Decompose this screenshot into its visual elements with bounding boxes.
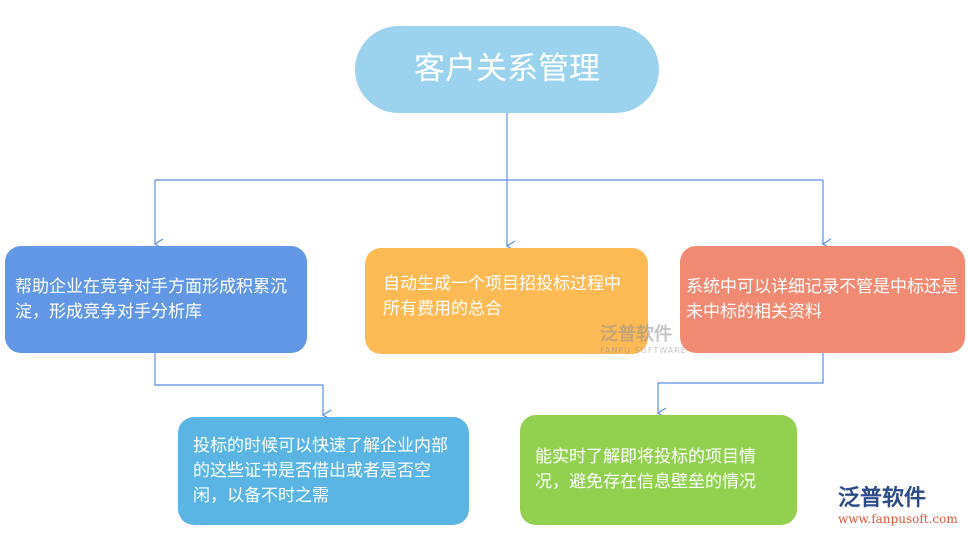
connector-node-1-to-4 xyxy=(154,353,323,415)
node-2: 自动生成一个项目招投标过程中所有费用的总合 xyxy=(365,248,648,354)
node-label: 投标的时候可以快速了解企业内部的这些证书是否借出或者是否空闲，以备不时之需 xyxy=(193,435,448,506)
node-3: 系统中可以详细记录不管是中标还是未中标的相关资料 xyxy=(680,246,965,353)
node-label: 自动生成一个项目招投标过程中所有费用的总合 xyxy=(383,274,621,319)
watermark-sub: FANPU SOFTWARE xyxy=(600,346,687,355)
logo-url: www.fanpusoft.com xyxy=(838,512,958,526)
connector-node-3-to-5 xyxy=(658,353,824,413)
root-node-label: 客户关系管理 xyxy=(414,51,600,87)
connector-title-trunk xyxy=(155,113,823,181)
watermark-name: 泛普软件 xyxy=(600,324,672,345)
brand-logo: 泛普软件 www.fanpusoft.com xyxy=(838,486,958,526)
node-4: 投标的时候可以快速了解企业内部的这些证书是否借出或者是否空闲，以备不时之需 xyxy=(178,417,469,525)
node-label: 能实时了解即将投标的项目情况，避免存在信息壁垒的情况 xyxy=(535,447,756,492)
node-label: 帮助企业在竞争对手方面形成积累沉淀，形成竞争对手分析库 xyxy=(15,276,287,322)
node-1: 帮助企业在竞争对手方面形成积累沉淀，形成竞争对手分析库 xyxy=(5,246,307,353)
node-label: 系统中可以详细记录不管是中标还是未中标的相关资料 xyxy=(686,276,958,322)
logo-name: 泛普软件 xyxy=(838,486,927,511)
watermark: 泛普软件 FANPU SOFTWARE xyxy=(600,324,687,356)
root-node-title: 客户关系管理 xyxy=(355,26,659,113)
node-5: 能实时了解即将投标的项目情况，避免存在信息壁垒的情况 xyxy=(520,415,797,525)
